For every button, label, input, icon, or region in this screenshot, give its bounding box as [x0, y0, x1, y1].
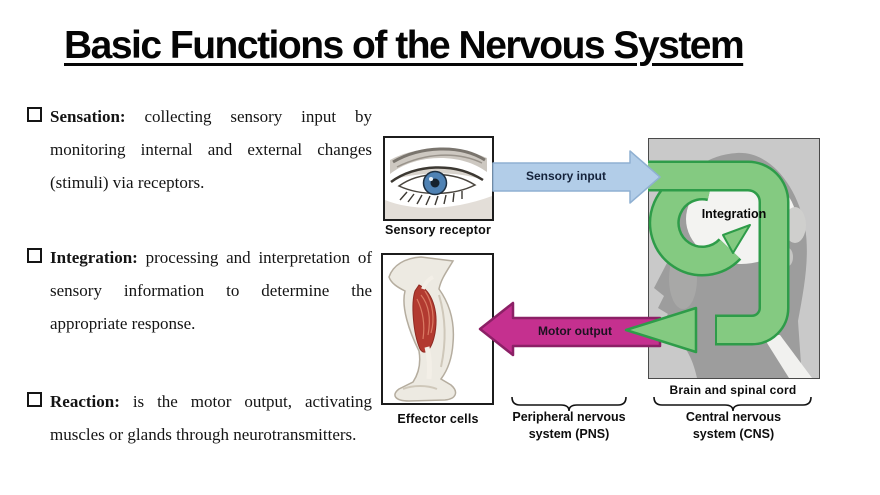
- integration-label: Integration: [701, 207, 767, 221]
- cns-label-line2: system (CNS): [692, 426, 775, 441]
- sensory-input-label: Sensory input: [525, 169, 606, 183]
- bullet-lead: Reaction:: [50, 392, 120, 411]
- bullet-sensation: Sensation: collecting sensory input by m…: [27, 100, 372, 199]
- eye-illustration-icon: [385, 147, 492, 219]
- bullet-reaction: Reaction: is the motor output, activatin…: [27, 385, 372, 451]
- leg-muscle-illustration-icon: [388, 256, 457, 402]
- checkbox-bullet-icon: [27, 107, 42, 122]
- checkbox-bullet-icon: [27, 248, 42, 263]
- checkbox-bullet-icon: [27, 392, 42, 407]
- bullet-integration: Integration: processing and interpretati…: [27, 241, 372, 340]
- motor-output-label: Motor output: [538, 324, 612, 338]
- pns-brace-icon: [511, 396, 627, 412]
- sensory-receptor-label: Sensory receptor: [384, 223, 492, 237]
- bullet-body: processing and interpretation of sensory…: [50, 248, 372, 333]
- bullet-lead: Sensation:: [50, 107, 126, 126]
- sensory-receptor-image-box: [383, 136, 494, 221]
- integration-loop-arrow: [624, 160, 790, 354]
- bullet-reaction-text: Reaction: is the motor output, activatin…: [50, 385, 372, 451]
- effector-cells-label: Effector cells: [397, 412, 479, 426]
- slide-title: Basic Functions of the Nervous System: [64, 24, 745, 67]
- brain-spinal-cord-label: Brain and spinal cord: [669, 383, 797, 397]
- pns-label: Peripheral nervous system (PNS): [494, 409, 644, 442]
- bullet-body: collecting sensory input by monitoring i…: [50, 107, 372, 192]
- bullet-lead: Integration:: [50, 248, 138, 267]
- cns-brace-icon: [653, 396, 812, 412]
- effector-cells-image-box: [381, 253, 494, 405]
- cns-label: Central nervous system (CNS): [656, 409, 811, 442]
- pns-label-line1: Peripheral nervous: [512, 410, 626, 424]
- bullet-integration-text: Integration: processing and interpretati…: [50, 241, 372, 340]
- bullet-sensation-text: Sensation: collecting sensory input by m…: [50, 100, 372, 199]
- bullet-body: is the motor output, activating muscles …: [50, 392, 372, 444]
- sensory-input-arrow: [492, 150, 661, 204]
- cns-label-line1: Central nervous: [685, 410, 782, 424]
- pns-label-line2: system (PNS): [528, 426, 610, 441]
